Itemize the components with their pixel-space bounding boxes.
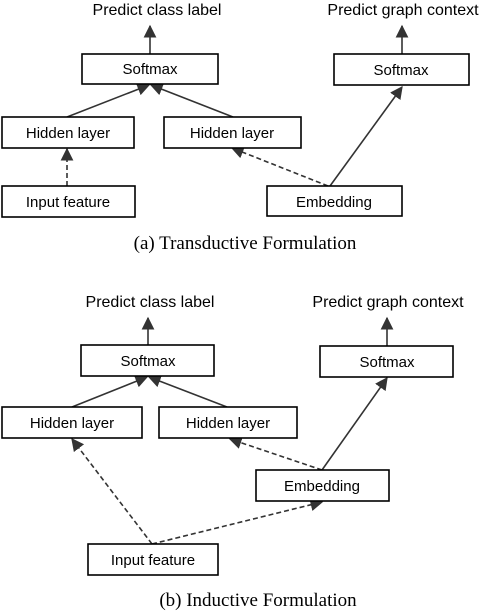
hidden-left-to-softmax-arrow [66, 83, 151, 118]
input-feature-label: Input feature [111, 552, 195, 569]
inductive-caption: (b) Inductive Formulation [159, 590, 357, 611]
predict-graph-context-text: Predict graph context [327, 2, 479, 19]
embedding-node: Embedding [255, 469, 390, 502]
hidden-left-to-softmax-arrow [71, 375, 149, 408]
hidden-left-label: Hidden layer [26, 125, 110, 142]
hidden-left-label: Hidden layer [30, 415, 114, 432]
softmax-right-node: Softmax [333, 53, 470, 86]
input-to-hidden-left-dashed-arrow [71, 437, 153, 545]
input-to-embedding-dashed-arrow [151, 498, 324, 545]
embedding-label: Embedding [296, 194, 372, 211]
softmax-left-node: Softmax [81, 53, 219, 85]
transductive-caption: (a) Transductive Formulation [134, 233, 357, 254]
hidden-right-label: Hidden layer [190, 125, 274, 142]
inductive-panel: Predict class label Predict graph contex… [1, 294, 464, 611]
embedding-to-hidden-dashed-arrow [228, 436, 323, 471]
input-feature-node: Input feature [1, 185, 136, 218]
softmax-left-label: Softmax [120, 353, 176, 370]
hidden-left-node: Hidden layer [1, 116, 135, 149]
embedding-to-softmax-arrow [321, 376, 388, 471]
transductive-panel: Predict class label Predict graph contex… [1, 2, 479, 254]
hidden-right-label: Hidden layer [186, 415, 270, 432]
hidden-right-to-softmax-arrow [149, 83, 234, 118]
embedding-node: Embedding [266, 185, 403, 217]
softmax-right-label: Softmax [359, 354, 415, 371]
hidden-right-node: Hidden layer [158, 406, 298, 439]
softmax-left-node: Softmax [80, 344, 215, 377]
softmax-right-label: Softmax [373, 62, 429, 79]
hidden-right-node: Hidden layer [163, 116, 302, 149]
embedding-to-softmax-arrow [329, 85, 403, 187]
embedding-to-hidden-dashed-arrow [230, 146, 329, 187]
predict-graph-context-text: Predict graph context [312, 294, 464, 311]
input-feature-node: Input feature [87, 543, 219, 576]
predict-class-label-text: Predict class label [86, 294, 215, 311]
hidden-left-node: Hidden layer [1, 406, 143, 439]
predict-class-label-text: Predict class label [93, 2, 222, 19]
embedding-label: Embedding [284, 478, 360, 495]
softmax-right-node: Softmax [319, 345, 454, 378]
input-feature-label: Input feature [26, 194, 110, 211]
softmax-left-label: Softmax [122, 61, 178, 78]
hidden-right-to-softmax-arrow [147, 375, 228, 408]
